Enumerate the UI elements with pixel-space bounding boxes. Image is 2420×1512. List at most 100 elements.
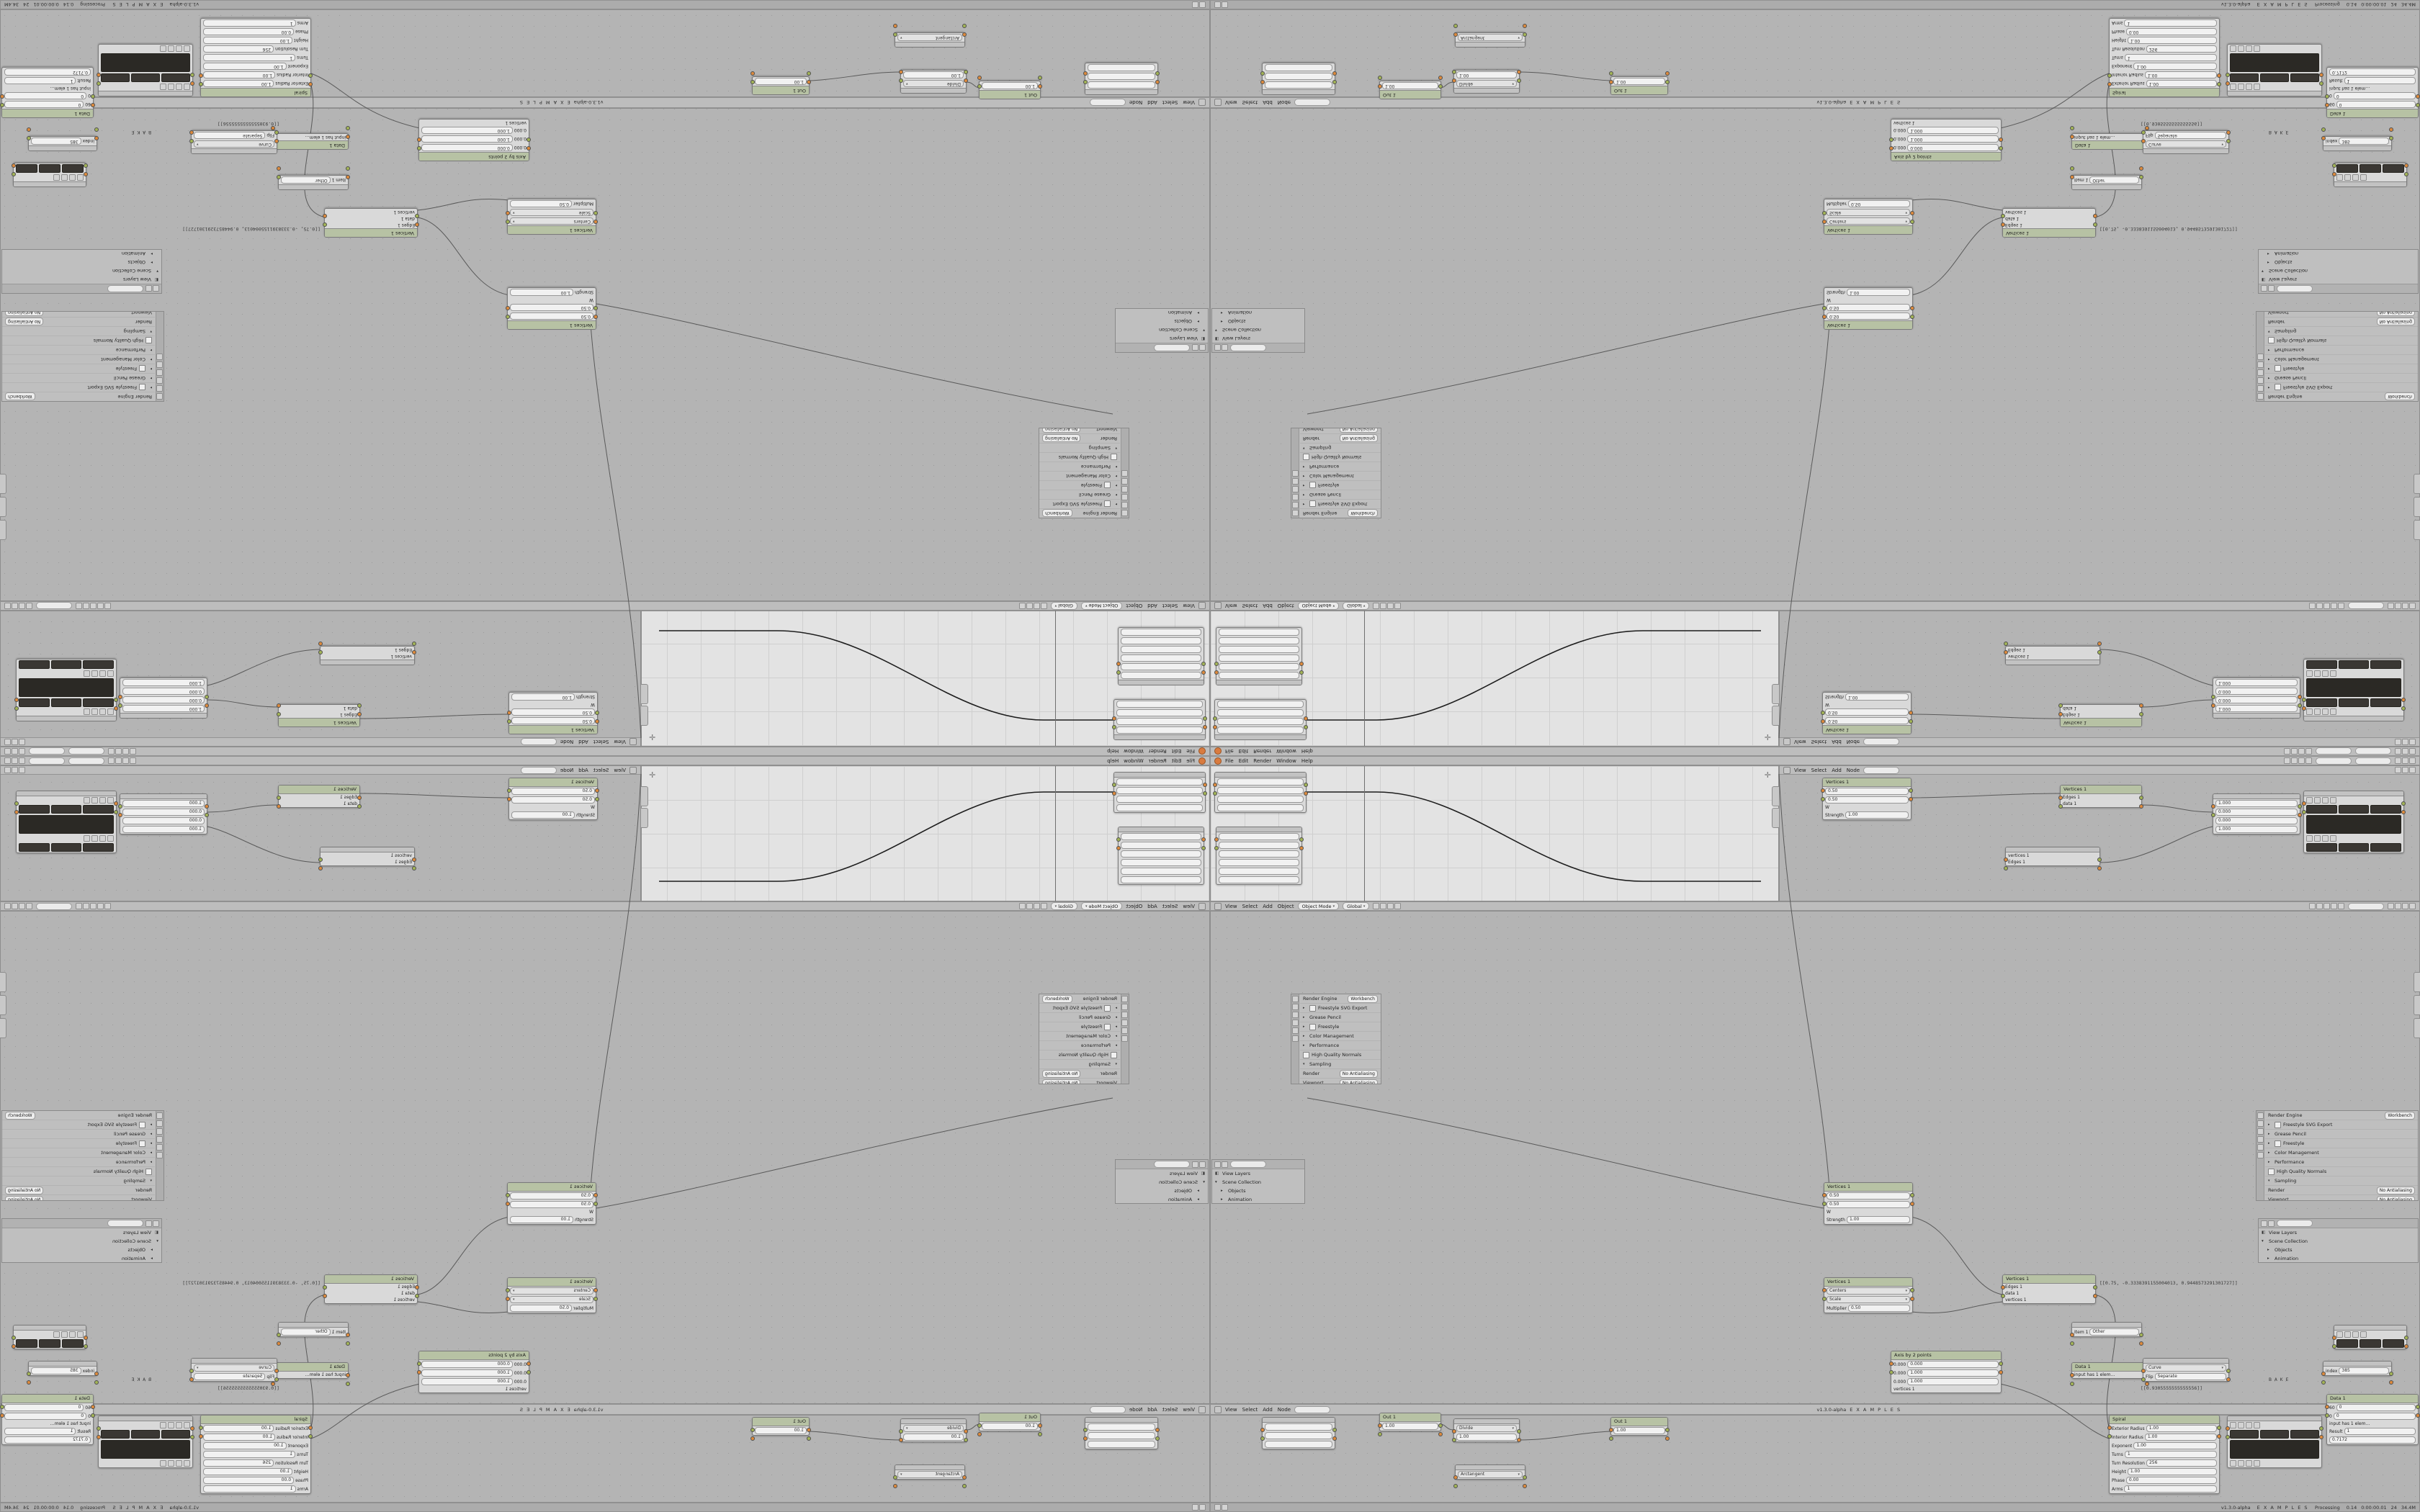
node-header[interactable] bbox=[1215, 734, 1306, 739]
node-toolbar-icon[interactable] bbox=[184, 45, 190, 52]
checkbox[interactable] bbox=[1104, 1004, 1111, 1012]
node-socket[interactable] bbox=[189, 130, 194, 135]
node-field[interactable]: 1.000 bbox=[122, 705, 205, 712]
checkbox[interactable] bbox=[2275, 384, 2281, 391]
node-toolbar-icon[interactable] bbox=[2336, 174, 2343, 181]
node-socket[interactable] bbox=[962, 1475, 967, 1480]
properties-row[interactable]: High Quality Normals bbox=[2, 336, 155, 345]
header-icon[interactable] bbox=[4, 748, 11, 755]
outliner-row[interactable]: ▸Animation bbox=[2, 1254, 161, 1263]
node-toolbar-icon[interactable] bbox=[168, 1460, 174, 1467]
properties-row[interactable]: ▾Sampling bbox=[2, 1176, 155, 1186]
topbar-menu-item[interactable]: Render bbox=[1253, 757, 1272, 764]
properties-tab-icon[interactable] bbox=[2257, 385, 2264, 392]
node-dropdown[interactable]: Arctangent▾ bbox=[1458, 1471, 1523, 1478]
node-socket[interactable] bbox=[2107, 82, 2112, 86]
outliner-row[interactable]: ▸Animation bbox=[2259, 1254, 2418, 1262]
node-socket[interactable] bbox=[2226, 130, 2231, 135]
color-swatch[interactable] bbox=[50, 698, 82, 707]
header-icon[interactable] bbox=[2388, 603, 2394, 609]
blender-logo-icon[interactable] bbox=[1214, 747, 1222, 755]
node-field[interactable]: 0.50 bbox=[511, 796, 595, 804]
property-value-dropdown[interactable]: No Antialiasing bbox=[2376, 318, 2415, 326]
node-field[interactable]: 1.00 bbox=[1456, 1434, 1517, 1441]
checkbox[interactable] bbox=[2268, 1168, 2275, 1175]
node-socket[interactable] bbox=[2226, 1369, 2231, 1373]
node-socket[interactable] bbox=[417, 1370, 421, 1374]
node-header[interactable] bbox=[2006, 847, 2099, 852]
disclosure-triangle-icon[interactable]: ▾ bbox=[1303, 446, 1305, 450]
node-socket[interactable] bbox=[1201, 837, 1206, 842]
node-socket[interactable] bbox=[2416, 94, 2420, 99]
properties-tab-icon[interactable] bbox=[156, 369, 163, 376]
node-dropdown[interactable]: Scale▾ bbox=[1827, 209, 1910, 216]
node-toolbar-icon[interactable] bbox=[2238, 84, 2244, 90]
node-field[interactable]: 0.000 bbox=[122, 696, 205, 703]
properties-tab-icon[interactable] bbox=[2257, 354, 2264, 360]
node-socket[interactable] bbox=[0, 1413, 4, 1418]
node-field[interactable]: 1.00 bbox=[510, 1216, 574, 1223]
node-socket[interactable] bbox=[1201, 846, 1206, 850]
node-editor-main[interactable] bbox=[0, 108, 1210, 601]
properties-row[interactable]: ▾Sampling bbox=[1039, 1060, 1120, 1069]
node-socket[interactable] bbox=[2001, 222, 2005, 227]
color-swatch[interactable] bbox=[62, 1339, 84, 1348]
node-socket[interactable] bbox=[593, 1288, 598, 1292]
sidebar-tab[interactable] bbox=[1772, 684, 1779, 704]
node-socket[interactable] bbox=[507, 719, 511, 724]
node-socket[interactable] bbox=[2141, 139, 2146, 143]
node[interactable]: Divide▾1.00 bbox=[899, 70, 968, 94]
properties-row[interactable]: ▸Freestyle bbox=[2265, 1139, 2418, 1148]
disclosure-triangle-icon[interactable]: ▾ bbox=[1115, 446, 1117, 450]
node-socket[interactable] bbox=[2139, 712, 2143, 716]
node-field[interactable] bbox=[1121, 629, 1201, 636]
node-header[interactable] bbox=[2334, 181, 2406, 186]
editor-type-icon[interactable] bbox=[1214, 602, 1222, 610]
properties-row[interactable]: ▸Color Management bbox=[2265, 1148, 2418, 1158]
header-icon[interactable] bbox=[2402, 603, 2408, 609]
node-socket[interactable] bbox=[91, 1405, 95, 1409]
node-socket[interactable] bbox=[27, 1380, 31, 1385]
node-field[interactable] bbox=[1219, 654, 1299, 662]
node-socket[interactable] bbox=[2404, 172, 2408, 176]
editor-type-icon[interactable] bbox=[1214, 99, 1222, 107]
node-socket[interactable] bbox=[2070, 1382, 2074, 1386]
header-icon[interactable] bbox=[1192, 1161, 1198, 1168]
node-toolbar-icon[interactable] bbox=[99, 708, 106, 715]
disclosure-triangle-icon[interactable]: ▸ bbox=[2268, 385, 2270, 390]
node-socket[interactable] bbox=[1038, 1432, 1042, 1436]
property-value-dropdown[interactable]: No Antialiasing bbox=[1339, 428, 1378, 433]
header-icon[interactable] bbox=[1214, 1504, 1221, 1511]
node-dropdown[interactable]: Arctangent▾ bbox=[1458, 34, 1523, 41]
node-header[interactable] bbox=[2334, 1326, 2406, 1331]
node-socket[interactable] bbox=[2139, 804, 2143, 809]
node-field[interactable] bbox=[1217, 718, 1304, 725]
disclosure-triangle-icon[interactable]: ▸ bbox=[1115, 483, 1117, 487]
color-swatch[interactable] bbox=[2383, 164, 2404, 173]
node-toolbar-icon[interactable] bbox=[176, 1460, 182, 1467]
disclosure-triangle-icon[interactable]: ◧ bbox=[2262, 277, 2266, 282]
node-field[interactable] bbox=[1219, 637, 1299, 644]
node-field[interactable]: 0.000 bbox=[2215, 809, 2298, 816]
header-icon[interactable] bbox=[1199, 1504, 1206, 1511]
checkbox[interactable] bbox=[139, 1140, 145, 1147]
node-header[interactable]: Out 1 bbox=[1380, 90, 1440, 99]
node-socket[interactable] bbox=[118, 804, 122, 809]
node-socket[interactable] bbox=[190, 1426, 194, 1431]
node[interactable] bbox=[1214, 827, 1304, 885]
node-socket[interactable] bbox=[593, 220, 598, 224]
header-icon[interactable] bbox=[108, 748, 115, 755]
header-icon[interactable] bbox=[2402, 767, 2408, 773]
node-socket[interactable] bbox=[0, 103, 4, 107]
header-icon[interactable] bbox=[145, 1220, 152, 1227]
disclosure-triangle-icon[interactable]: ▸ bbox=[1115, 1006, 1117, 1010]
properties-tab-icon[interactable] bbox=[2257, 1152, 2264, 1158]
properties-row[interactable]: ▸Freestyle SVG Export bbox=[1300, 1004, 1381, 1013]
node-field[interactable]: 1.00 bbox=[2146, 1425, 2217, 1432]
